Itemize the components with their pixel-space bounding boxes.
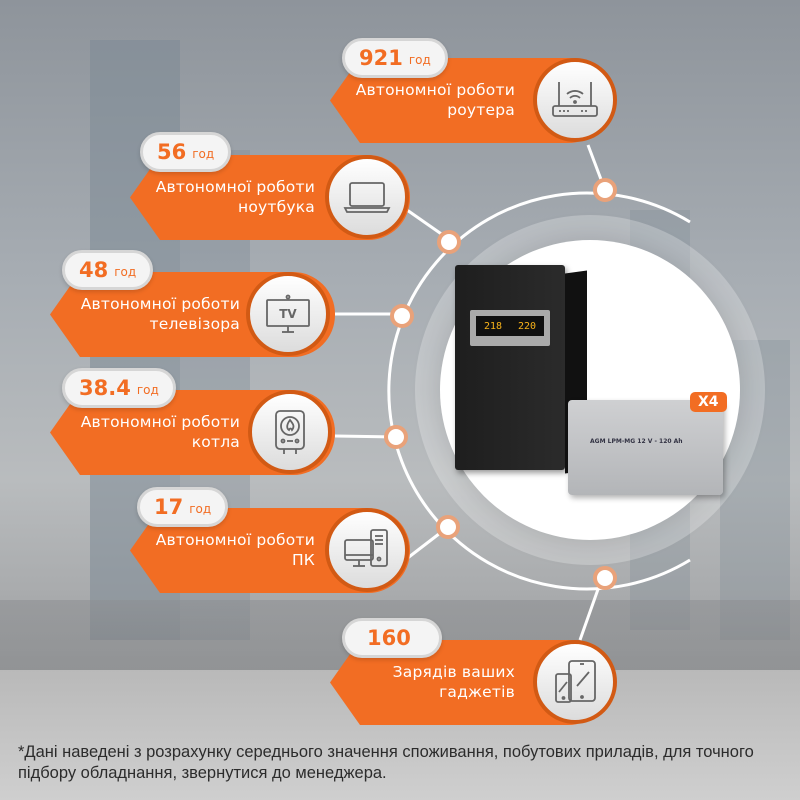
connector-node (436, 515, 460, 539)
boiler-icon (248, 390, 332, 474)
gadgets-icon (533, 640, 617, 724)
svg-text:TV: TV (279, 307, 297, 321)
connector-node (437, 230, 461, 254)
battery-multiplier-badge: X4 (690, 392, 727, 412)
router-icon (533, 58, 617, 142)
value-badge: 160 (342, 618, 442, 658)
connector-node (384, 425, 408, 449)
tv-icon: TV (246, 272, 330, 356)
laptop-icon (325, 155, 409, 239)
footnote: *Дані наведені з розрахунку середнього з… (18, 743, 754, 782)
battery-label: AGM LPM-MG 12 V - 120 Ah (590, 438, 683, 445)
inverter-unit (455, 265, 565, 470)
inverter-display: 218 220 (476, 316, 544, 336)
connector-node (390, 304, 414, 328)
battery (568, 400, 723, 495)
connector-node (593, 178, 617, 202)
pc-icon (325, 508, 409, 592)
connector-node (593, 566, 617, 590)
